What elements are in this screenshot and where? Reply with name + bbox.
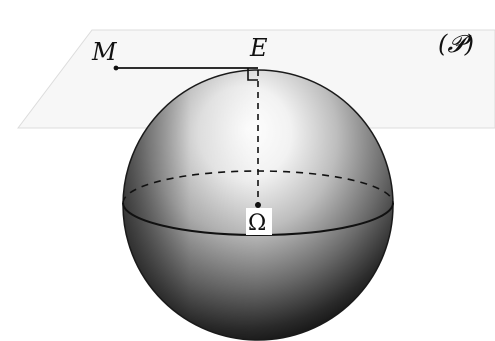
point-M (113, 65, 119, 71)
label-M: M (91, 38, 118, 66)
label-E: E (249, 34, 268, 62)
label-plane-P: (𝓟) (438, 30, 474, 58)
label-omega: Ω (248, 211, 266, 236)
right-angle-marker (247, 68, 258, 81)
omega-label-background (246, 208, 272, 235)
point-center-omega (255, 202, 261, 208)
